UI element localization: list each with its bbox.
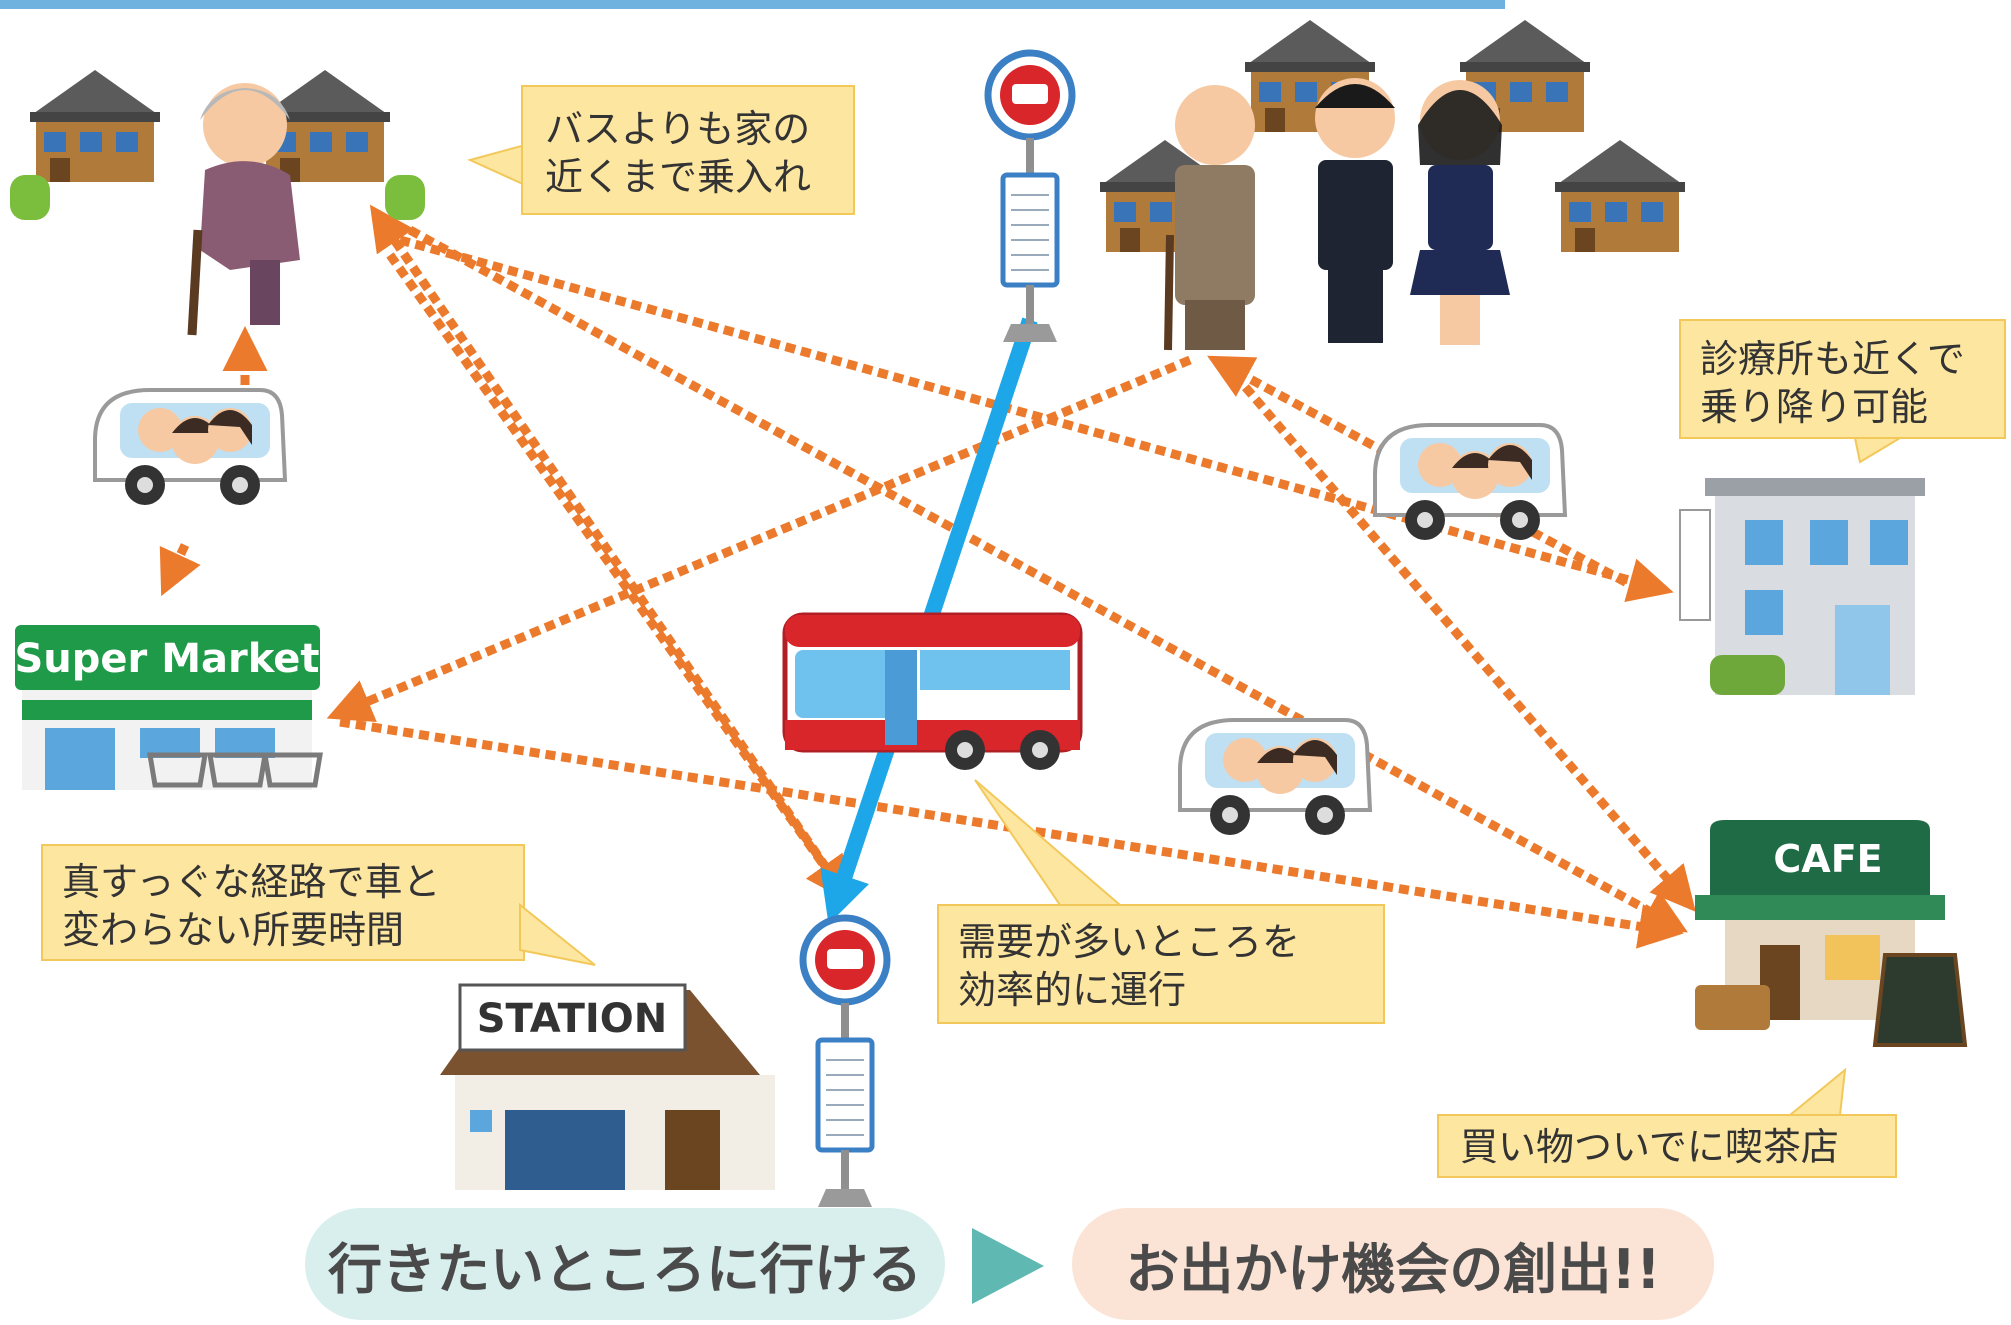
route-family-to-supermarket xyxy=(326,355,1192,722)
callout-house-left-line1: バスよりも家の xyxy=(545,107,810,151)
callout-demand: 需要が多いところを 効率的に運行 xyxy=(937,779,1385,1024)
callout-route-line2: 変わらない所要時間 xyxy=(62,908,404,952)
callout-clinic: 診療所も近くで 乗り降り可能 xyxy=(1679,319,2006,464)
route-home-to-clinic xyxy=(398,235,1674,603)
callout-house-left-line2: 近くまで乗入れ xyxy=(545,155,811,199)
footer-pill-left: 行きたいところに行ける xyxy=(305,1208,945,1320)
route-home-to-cafe xyxy=(407,226,1688,933)
bus-stop-bottom xyxy=(803,918,887,1207)
station-sign: STATION xyxy=(477,996,668,1042)
elderly-man xyxy=(1164,85,1255,351)
footer-pill-right: お出かけ機会の創出!! xyxy=(1072,1208,1714,1320)
cafe-building: CAFE xyxy=(1695,820,1968,1047)
cafe-sign: CAFE xyxy=(1773,837,1882,881)
elderly-woman xyxy=(187,83,300,336)
callout-house-left: バスよりも家の 近くまで乗入れ xyxy=(467,85,855,215)
callout-demand-line2: 効率的に運行 xyxy=(958,968,1186,1012)
homes-left xyxy=(10,70,425,336)
community-bus xyxy=(782,612,1083,770)
supermarket-sign: Super Market xyxy=(15,636,320,682)
ride-share-van-middle xyxy=(1178,718,1372,837)
callout-cafe: 買い物ついでに喫茶店 xyxy=(1437,1067,1897,1178)
family-group xyxy=(1100,20,1685,351)
callout-route-line1: 真すっぐな経路で車と xyxy=(62,860,440,904)
callout-route: 真すっぐな経路で車と 変わらない所要時間 xyxy=(41,844,596,966)
dotted-routes xyxy=(159,204,1696,949)
footer-arrow-icon xyxy=(972,1228,1044,1304)
callout-cafe-line1: 買い物ついでに喫茶店 xyxy=(1460,1125,1839,1169)
footer-right-text: お出かけ機会の創出!! xyxy=(1125,1237,1661,1301)
ride-share-van-left xyxy=(93,388,287,507)
route-station-to-home xyxy=(369,204,849,898)
station-building: STATION xyxy=(440,983,775,1190)
clinic-building xyxy=(1679,478,1925,695)
route-home-to-station xyxy=(386,252,851,903)
student-boy xyxy=(1315,78,1395,343)
footer-left-text: 行きたいところに行ける xyxy=(328,1237,922,1301)
supermarket: Super Market xyxy=(15,625,323,790)
callout-clinic-line1: 診療所も近くで xyxy=(1700,337,1965,381)
ride-share-van-right xyxy=(1373,423,1567,542)
student-girl xyxy=(1410,80,1510,345)
top-bar xyxy=(0,0,1505,9)
bus-stop-top xyxy=(988,53,1072,342)
callout-demand-line1: 需要が多いところを xyxy=(958,920,1300,964)
callout-clinic-line2: 乗り降り可能 xyxy=(1700,385,1928,429)
route-van-to-supermarket xyxy=(159,543,201,597)
route-family-to-cafe xyxy=(1231,372,1696,912)
